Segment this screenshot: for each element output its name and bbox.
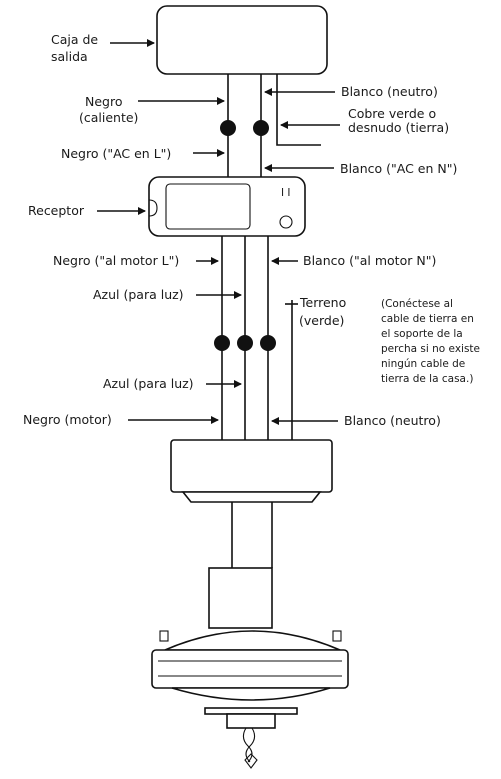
wire-nut-motor-black: [214, 335, 230, 351]
label-receiver: Receptor: [28, 203, 85, 218]
switch-housing: [204, 707, 298, 769]
lower-wires: [221, 236, 293, 440]
downrod: [231, 502, 273, 568]
label-ground-terminal-1: Terreno: [299, 295, 346, 310]
label-ground-1: Cobre verde o: [348, 106, 436, 121]
wire-nut-motor-white: [260, 335, 276, 351]
label-blue-light-lower: Azul (para luz): [103, 376, 194, 391]
ground-note-line: ningún cable de: [381, 358, 465, 370]
ground-note: (Conéctese al cable de tierra en el sopo…: [381, 298, 480, 385]
receiver-markings: I I: [281, 187, 291, 199]
label-white-ac-n: Blanco ("AC en N"): [340, 161, 457, 176]
label-black-motor: Negro (motor): [23, 412, 112, 427]
motor-housing: [151, 630, 349, 701]
ground-note-line: el soporte de la: [381, 328, 463, 340]
label-black-hot-2: (caliente): [79, 110, 138, 125]
label-blue-light-upper: Azul (para luz): [93, 287, 184, 302]
label-white-neutral-top: Blanco (neutro): [341, 84, 438, 99]
ground-note-line: cable de tierra en: [381, 313, 474, 325]
motor-coupler: [208, 567, 273, 629]
ground-note-line: tierra de la casa.): [381, 373, 473, 385]
label-white-motor-n: Blanco ("al motor N"): [303, 253, 436, 268]
receiver-unit: I I: [148, 176, 306, 237]
wire-nut-light-blue: [237, 335, 253, 351]
labels: Caja de salida Blanco (neutro) Negro (ca…: [23, 32, 457, 428]
label-outlet-box-2: salida: [51, 49, 88, 64]
ground-note-line: (Conéctese al: [381, 298, 453, 310]
wire-nut-black-hot: [220, 120, 236, 136]
canopy: [170, 439, 333, 503]
label-black-ac-l: Negro ("AC en L"): [61, 146, 171, 161]
label-ground-2: desnudo (tierra): [348, 120, 449, 135]
label-ground-terminal-2: (verde): [299, 313, 344, 328]
outlet-box: [156, 5, 328, 75]
label-black-hot-1: Negro: [85, 94, 123, 109]
label-outlet-box-1: Caja de: [51, 32, 98, 47]
label-white-neutral-bottom: Blanco (neutro): [344, 413, 441, 428]
wire-nut-white-neutral: [253, 120, 269, 136]
pointer-lines: [97, 39, 340, 425]
label-black-motor-l: Negro ("al motor L"): [53, 253, 179, 268]
ground-note-line: percha si no existe: [381, 343, 480, 355]
upper-wires: [227, 74, 321, 180]
